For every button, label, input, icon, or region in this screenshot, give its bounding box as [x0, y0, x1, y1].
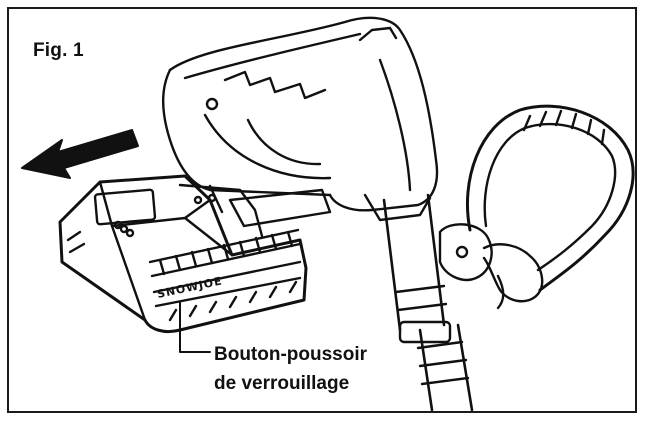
callout-line-2: de verrouillage	[214, 373, 350, 394]
callout-leader	[179, 301, 211, 353]
callout-text: Bouton-poussoir de verrouillage	[214, 340, 367, 398]
figure-label: Fig. 1	[33, 40, 84, 61]
battery-pack	[58, 174, 308, 334]
figure-frame	[7, 7, 637, 413]
battery-brand: SNOWJOE	[156, 274, 224, 301]
shaft	[382, 193, 474, 412]
callout-line-1: Bouton-poussoir	[214, 344, 368, 365]
d-handle	[465, 104, 635, 292]
arrow-left-icon	[21, 129, 139, 179]
motor-housing	[162, 16, 439, 222]
clamp-knob	[438, 223, 544, 310]
